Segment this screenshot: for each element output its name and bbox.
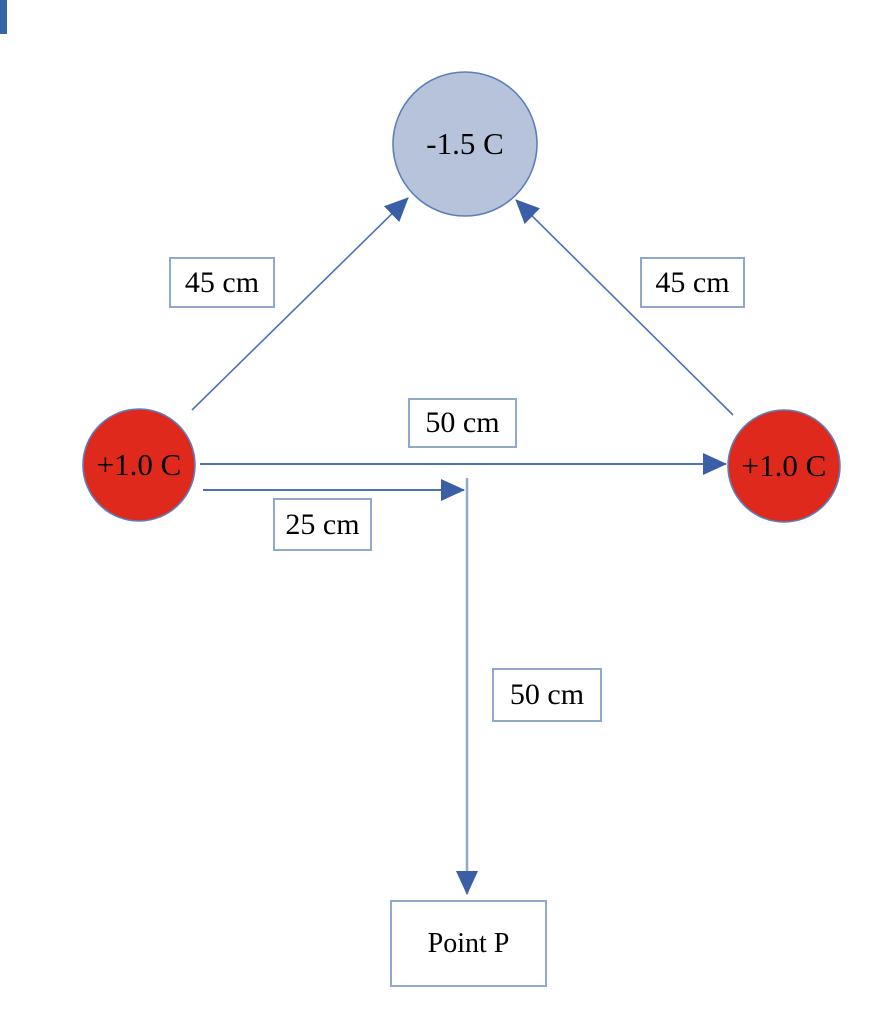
distance-label-full-horizontal: 50 cm xyxy=(408,398,517,448)
point-p-box: Point P xyxy=(390,900,547,987)
arrow-right-charge-to-top-charge xyxy=(515,199,734,416)
negative-charge-value: -1.5 C xyxy=(426,126,504,161)
distance-label-half-horizontal: 25 cm xyxy=(273,498,372,551)
left-positive-charge-circle xyxy=(82,408,196,522)
top-left-blue-bar xyxy=(0,0,7,34)
arrow-left-charge-to-top-charge xyxy=(191,197,409,411)
distance-label-left-diagonal: 45 cm xyxy=(169,257,275,308)
right-positive-charge-value: +1.0 C xyxy=(741,448,827,483)
distance-label-right-diagonal: 45 cm xyxy=(640,257,745,308)
left-positive-charge-value: +1.0 C xyxy=(96,447,182,482)
distance-label-vertical: 50 cm xyxy=(492,668,602,722)
negative-charge-circle xyxy=(392,71,538,217)
right-positive-charge-circle xyxy=(727,409,841,523)
